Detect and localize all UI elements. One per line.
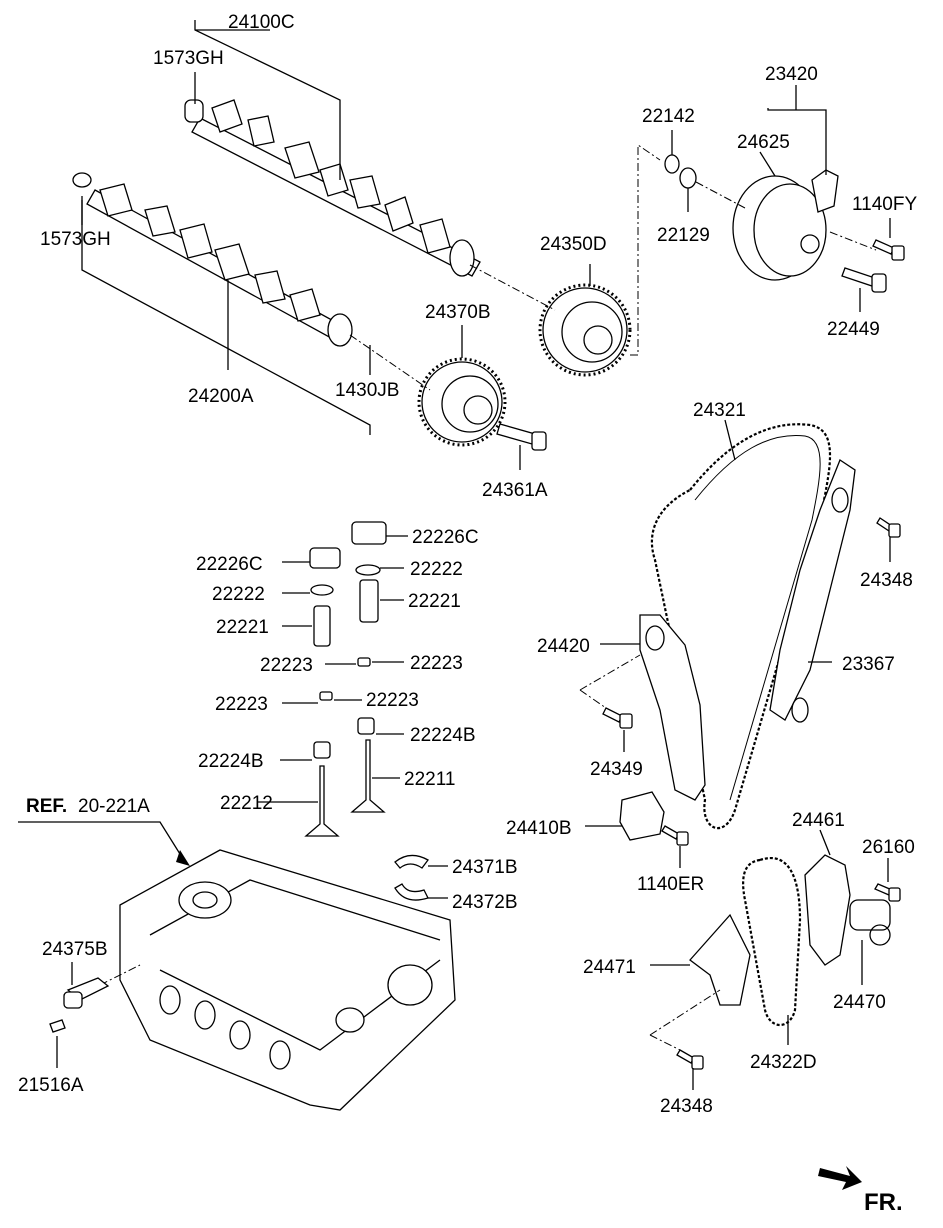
guide-24471 (689, 913, 751, 1006)
cvvt-sprocket-24370b (417, 357, 507, 447)
label-front: FR. (864, 1189, 903, 1216)
label-24471: 24471 (583, 957, 636, 978)
label-22223-d: 22223 (215, 694, 268, 715)
label-22211: 22211 (404, 769, 455, 790)
label-24420: 24420 (537, 636, 590, 657)
cylinder-head (119, 849, 456, 1111)
label-22221-right: 22221 (408, 591, 461, 612)
label-24350d: 24350D (540, 234, 607, 255)
bolt-24348-top (876, 517, 901, 538)
label-22226c-right: 22226C (412, 527, 479, 548)
label-23420: 23420 (765, 64, 818, 85)
label-21516a: 21516A (18, 1075, 84, 1096)
label-22221-left: 22221 (216, 617, 269, 638)
label-22222-right: 22222 (410, 559, 463, 580)
tensioner-24410b (619, 791, 665, 841)
label-24321: 24321 (693, 400, 746, 421)
label-24349: 24349 (590, 759, 643, 780)
label-24410b: 24410B (506, 818, 572, 839)
label-ref-number: 20-221A (78, 796, 150, 817)
label-22223-a: 22223 (410, 653, 463, 674)
label-1430jb: 1430JB (335, 380, 399, 401)
label-24322d: 24322D (750, 1052, 817, 1073)
label-22222-left: 22222 (212, 584, 265, 605)
label-22449: 22449 (827, 319, 880, 340)
oil-pump-chain-24322d (742, 857, 802, 1027)
leaders-timing (579, 419, 891, 1090)
leaders-camshaft (81, 20, 891, 470)
guide-24461 (804, 854, 851, 966)
label-1573gh-left: 1573GH (40, 229, 111, 250)
label-22129: 22129 (657, 225, 710, 246)
label-24100c: 24100C (228, 12, 295, 33)
seal-22142 (664, 154, 697, 189)
label-24348-top: 24348 (860, 570, 913, 591)
label-24371b: 24371B (452, 857, 518, 878)
label-22223-c: 22223 (366, 690, 419, 711)
bearing-24371b (394, 854, 429, 869)
label-1140er: 1140ER (637, 874, 704, 895)
bolt-26160 (874, 883, 901, 902)
label-22142: 22142 (642, 106, 695, 127)
vacuum-pump-23420 (732, 169, 839, 281)
label-24470: 24470 (833, 992, 886, 1013)
label-24361a: 24361A (482, 480, 548, 501)
label-22224b-right: 22224B (410, 725, 476, 746)
label-22226c-left: 22226C (196, 554, 263, 575)
bolt-22449 (841, 267, 887, 293)
chain-guide-24420 (639, 614, 706, 801)
ocv-24375b (63, 977, 110, 1009)
bearing-24372b (394, 883, 429, 901)
camshaft-intake (72, 172, 353, 347)
bolt-24348-bottom (676, 1049, 704, 1070)
cvvt-sprocket-24350d (538, 283, 632, 377)
leaders-head (18, 821, 190, 1068)
chain-guide-23367 (769, 459, 856, 723)
leaders-valve (258, 535, 408, 803)
bolt-24361a (496, 423, 547, 451)
valve-parts (304, 521, 387, 837)
label-22223-b: 22223 (260, 655, 313, 676)
label-24625: 24625 (737, 132, 790, 153)
bolt-24349 (602, 707, 633, 729)
bolt-1140fy (872, 239, 905, 261)
label-24370b: 24370B (425, 302, 491, 323)
tensioner-24470 (849, 899, 891, 946)
label-26160: 26160 (862, 837, 915, 858)
label-24461: 24461 (792, 810, 845, 831)
label-ref: REF. (26, 796, 67, 817)
bolt-1140er (661, 825, 689, 846)
label-23367: 23367 (842, 654, 895, 675)
label-24375b: 24375B (42, 939, 108, 960)
label-1140fy: 1140FY (852, 194, 917, 215)
label-22224b-left: 22224B (198, 751, 264, 772)
label-1573gh-top: 1573GH (153, 48, 224, 69)
front-arrow-icon (818, 1166, 862, 1190)
label-24348-bottom: 24348 (660, 1096, 713, 1117)
label-22212: 22212 (220, 793, 273, 814)
label-24200a: 24200A (188, 386, 254, 407)
label-24372b: 24372B (452, 892, 518, 913)
bolt-21516a (49, 1019, 66, 1033)
camshaft-exhaust (184, 99, 481, 277)
